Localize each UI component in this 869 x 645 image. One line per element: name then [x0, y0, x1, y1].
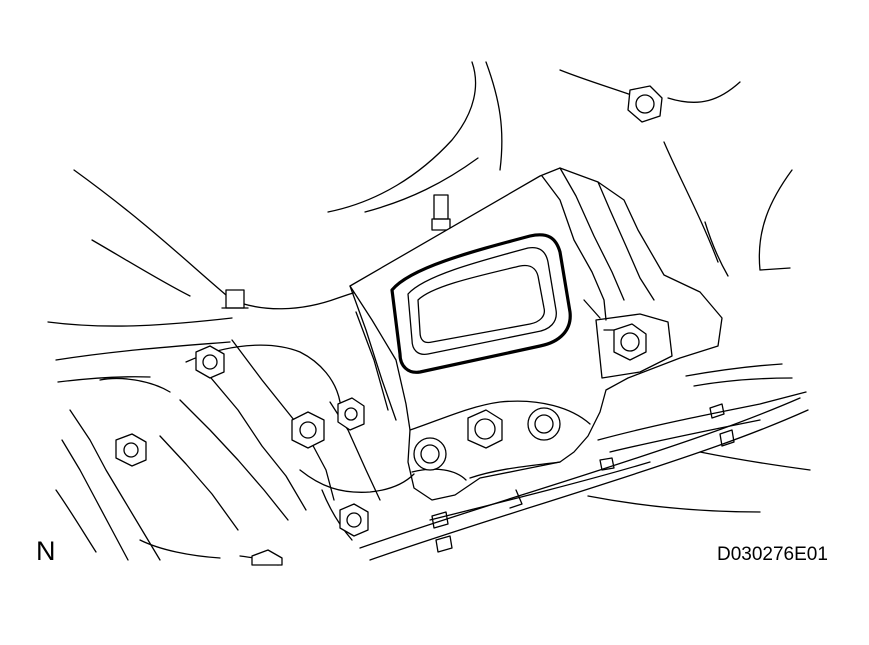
stud-lower-left: [221, 289, 249, 309]
mount-opening: [390, 233, 572, 374]
view-direction-label: N: [36, 536, 56, 566]
mount-bolt-4: [413, 437, 447, 471]
mount-bolt-3: [527, 407, 561, 441]
stud-left: [431, 194, 451, 231]
lower-bolt-2: [291, 411, 325, 449]
mount-bolt-1: [613, 323, 647, 361]
figure-code: D030276E01: [717, 544, 828, 565]
lower-bolt-5: [339, 503, 369, 537]
upper-bolt: [627, 85, 663, 123]
lower-bolt-1: [195, 345, 225, 379]
lower-bolt-6: [251, 549, 283, 566]
mount-bolt-2: [467, 409, 503, 449]
lower-bolt-4: [115, 433, 147, 467]
frame-rail: [359, 363, 811, 561]
mount-bracket: [349, 167, 723, 501]
lower-bolt-3: [337, 397, 365, 431]
